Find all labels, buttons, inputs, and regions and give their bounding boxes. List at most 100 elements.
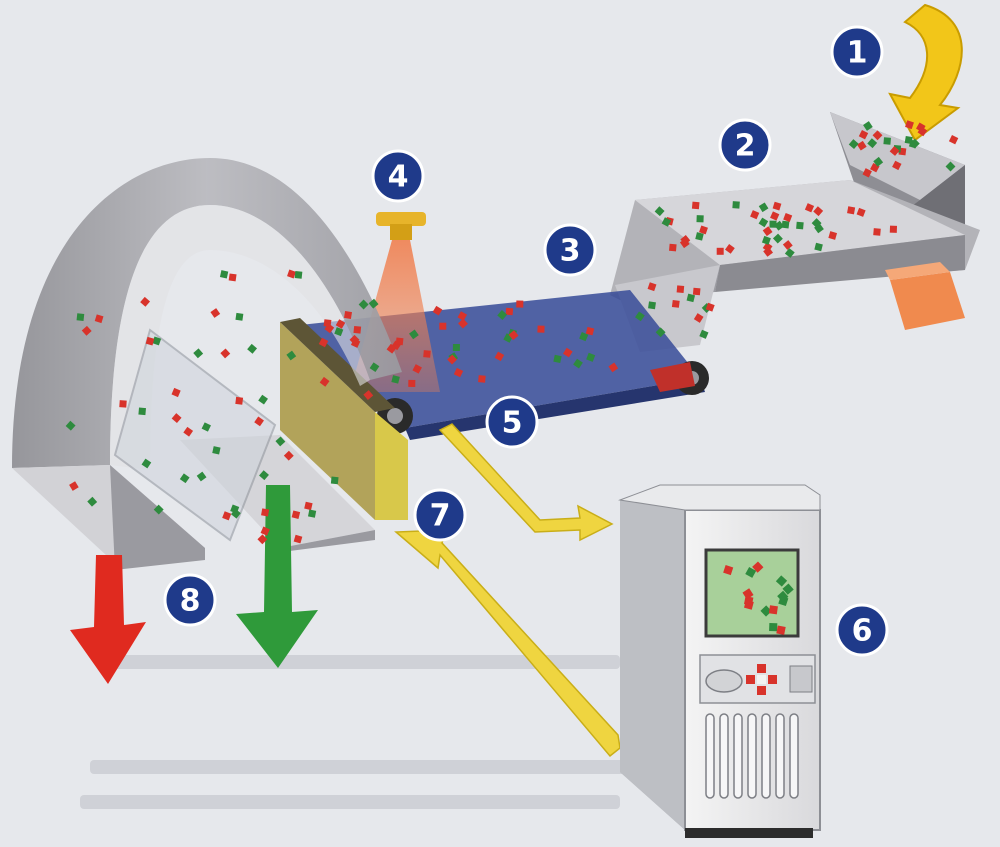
flake bbox=[750, 210, 760, 220]
flake bbox=[283, 450, 294, 461]
flake bbox=[432, 305, 443, 316]
flake bbox=[872, 130, 883, 141]
flake bbox=[782, 240, 793, 250]
flake bbox=[883, 137, 891, 145]
flake bbox=[772, 201, 782, 211]
flake bbox=[691, 201, 700, 210]
flake bbox=[386, 343, 397, 354]
flake bbox=[856, 207, 866, 217]
flake bbox=[220, 348, 231, 359]
flake bbox=[945, 161, 956, 172]
flake bbox=[671, 299, 680, 308]
flake bbox=[562, 347, 573, 358]
flake bbox=[452, 343, 460, 352]
flake bbox=[457, 311, 468, 321]
svg-text:7: 7 bbox=[430, 499, 451, 534]
flake bbox=[693, 313, 704, 323]
flake bbox=[494, 351, 505, 362]
flake bbox=[892, 160, 902, 171]
flake bbox=[848, 139, 859, 150]
flake bbox=[608, 362, 619, 373]
flake bbox=[725, 244, 735, 254]
flake bbox=[873, 156, 884, 167]
flake bbox=[412, 364, 422, 374]
flake bbox=[65, 420, 76, 431]
flake bbox=[230, 508, 241, 519]
flake bbox=[235, 312, 244, 321]
flake bbox=[259, 470, 269, 481]
flake bbox=[152, 336, 162, 346]
flake bbox=[193, 348, 204, 359]
step-badge-8: 8 bbox=[163, 573, 217, 627]
svg-text:4: 4 bbox=[388, 160, 409, 195]
flake bbox=[705, 302, 715, 312]
flake bbox=[585, 326, 595, 336]
vent-grille bbox=[705, 713, 799, 799]
flake bbox=[811, 218, 822, 229]
flake bbox=[138, 407, 146, 416]
flake bbox=[318, 337, 329, 348]
flake bbox=[323, 319, 332, 328]
step-badge-4: 4 bbox=[371, 149, 425, 203]
flake bbox=[889, 146, 900, 156]
step-badge-1: 1 bbox=[830, 25, 884, 79]
flake bbox=[235, 396, 244, 405]
flake bbox=[319, 376, 330, 387]
flake bbox=[183, 426, 194, 437]
flake bbox=[257, 534, 268, 545]
flake bbox=[732, 201, 740, 209]
flake bbox=[76, 313, 85, 321]
flake bbox=[635, 311, 645, 322]
screen-flake bbox=[782, 583, 794, 595]
flake bbox=[867, 138, 878, 149]
flake bbox=[909, 138, 920, 149]
flake bbox=[275, 436, 286, 447]
screen-flake bbox=[745, 566, 757, 578]
flake bbox=[856, 140, 867, 151]
flake bbox=[261, 508, 270, 517]
flake bbox=[222, 511, 232, 521]
flake bbox=[260, 526, 270, 536]
flake bbox=[497, 310, 508, 320]
flake bbox=[287, 269, 296, 279]
flake bbox=[696, 215, 704, 223]
screen-flake bbox=[723, 565, 734, 576]
screen-flake bbox=[775, 575, 788, 587]
signal-arrow-from-computer bbox=[394, 529, 621, 758]
flake bbox=[293, 534, 303, 544]
step-badge-6: 6 bbox=[835, 603, 889, 657]
flake bbox=[917, 126, 928, 137]
svg-text:3: 3 bbox=[560, 234, 581, 269]
flake bbox=[804, 203, 815, 213]
background-bleed bbox=[80, 655, 650, 809]
flake bbox=[661, 217, 672, 227]
flake bbox=[573, 358, 583, 369]
flake bbox=[247, 343, 258, 354]
flake bbox=[201, 422, 211, 432]
flake bbox=[453, 367, 464, 378]
flake bbox=[363, 390, 374, 401]
flake bbox=[141, 458, 152, 469]
signal-arrow-to-computer bbox=[438, 423, 614, 542]
flake bbox=[153, 504, 164, 515]
step-badge-5: 5 bbox=[485, 395, 539, 449]
flake bbox=[695, 232, 704, 241]
flake bbox=[353, 325, 362, 334]
flake bbox=[343, 310, 353, 320]
computer-cabinet-icon bbox=[618, 484, 821, 838]
flake bbox=[784, 248, 795, 258]
flake bbox=[813, 206, 824, 217]
flake bbox=[286, 350, 297, 361]
flake bbox=[905, 120, 914, 130]
flake bbox=[369, 362, 380, 373]
flake bbox=[439, 322, 447, 330]
flake bbox=[680, 234, 691, 245]
svg-text:2: 2 bbox=[735, 129, 756, 164]
flake bbox=[676, 285, 685, 293]
flake bbox=[716, 247, 724, 255]
flake bbox=[904, 135, 913, 145]
flake bbox=[458, 318, 468, 329]
flake bbox=[863, 121, 873, 131]
separation-hood bbox=[12, 158, 402, 570]
flake bbox=[447, 354, 458, 365]
